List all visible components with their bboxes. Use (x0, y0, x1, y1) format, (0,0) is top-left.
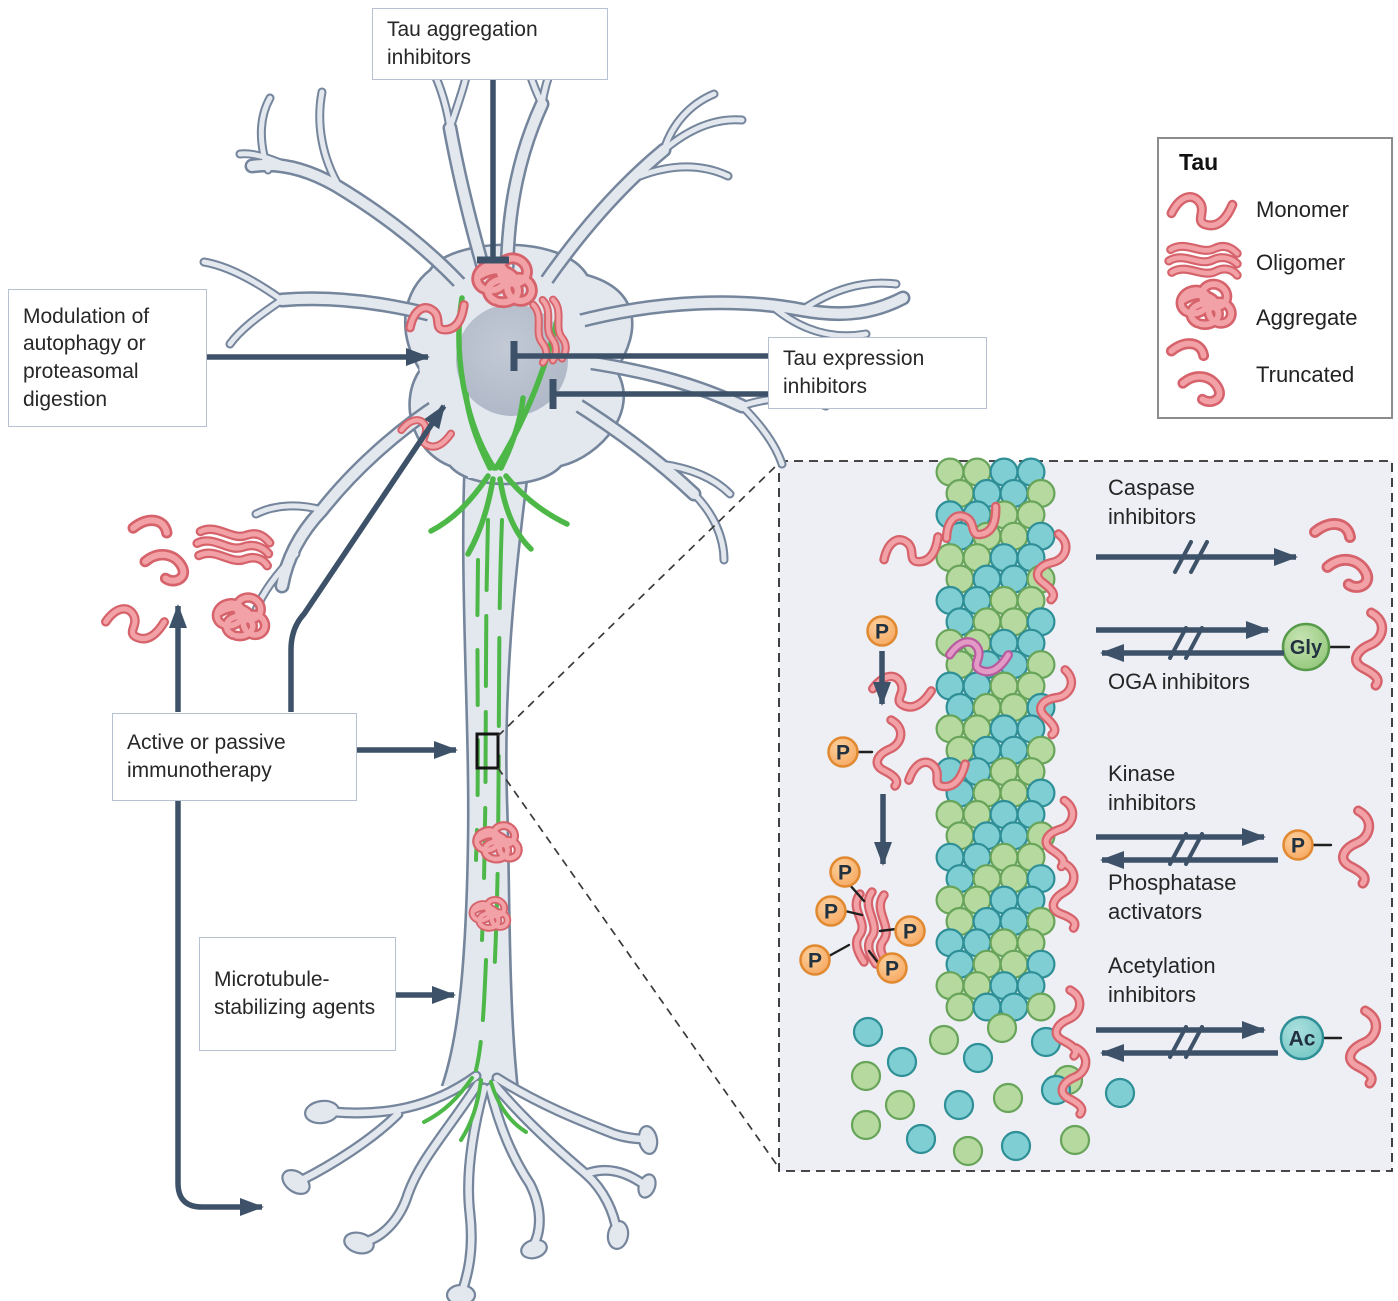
label-box-autophagy-modulation: Modulation of autophagy or proteasomal d… (8, 289, 207, 427)
label-box-tau-aggregation-inhibitors: Tau aggregation inhibitors (372, 8, 608, 80)
phospho-badge: P (808, 950, 822, 973)
badge-tau-links (827, 645, 1351, 1040)
label-box-microtubule-stabilizing: Microtubule-stabilizing agents (199, 937, 396, 1051)
acetyl-badge-label: Ac (1289, 1028, 1316, 1051)
microtubule (850, 457, 1136, 1167)
glyco-badge-label: Gly (1290, 637, 1323, 659)
microtubule-stabilizing-label: Microtubule-stabilizing agents (214, 968, 376, 1019)
caspase-inhibitors-label: Caspase inhibitors (1108, 475, 1197, 529)
phospho-badges: P P P P P P P P (799, 615, 1314, 984)
legend-label-monomer: Monomer (1256, 197, 1349, 222)
phospho-badge: P (824, 901, 838, 924)
phospho-badge: P (903, 921, 917, 944)
tau-legend: Tau Monomer Oligomer Aggregate Truncated (1157, 137, 1393, 419)
acetyl-badge: Ac (1279, 1015, 1325, 1061)
label-box-immunotherapy: Active or passive immunotherapy (112, 713, 357, 801)
connectors (169, 80, 1298, 1216)
autophagy-modulation-label: Modulation of autophagy or proteasomal d… (23, 304, 150, 411)
label-box-tau-expression-inhibitors: Tau expression inhibitors (768, 337, 987, 409)
legend-label-aggregate: Aggregate (1256, 305, 1358, 330)
legend-title: Tau (1179, 149, 1219, 175)
phospho-badge: P (836, 742, 850, 765)
phospho-badge: P (875, 621, 889, 644)
kinase-inhibitors-label: Kinase inhibitors (1108, 761, 1197, 815)
legend-label-oligomer: Oligomer (1256, 250, 1346, 275)
glyco-badge: Gly (1281, 622, 1331, 672)
phospho-badge: P (838, 862, 852, 885)
legend-label-truncated: Truncated (1256, 362, 1355, 387)
phosphatase-activators-label: Phosphatase activators (1108, 870, 1237, 924)
tau-expression-inhibitors-label: Tau expression inhibitors (783, 347, 925, 398)
immunotherapy-label: Active or passive immunotherapy (127, 731, 286, 782)
phospho-badge: P (1291, 835, 1305, 858)
phospho-badge: P (885, 958, 899, 981)
acetylation-inhibitors-label: Acetylation inhibitors (1108, 953, 1216, 1007)
oga-inhibitors-label: OGA inhibitors (1108, 669, 1250, 694)
tau-aggregation-inhibitors-label: Tau aggregation inhibitors (387, 18, 538, 69)
